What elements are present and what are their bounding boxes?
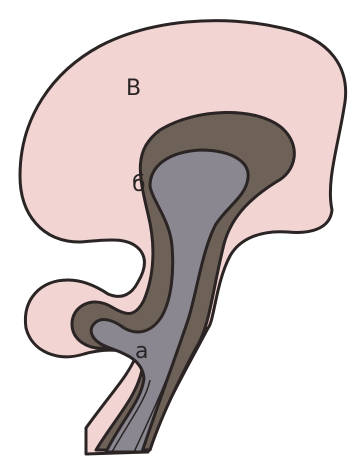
label-middle: б — [132, 172, 146, 197]
label-inner: а — [135, 339, 148, 364]
label-outer: В — [126, 76, 141, 101]
